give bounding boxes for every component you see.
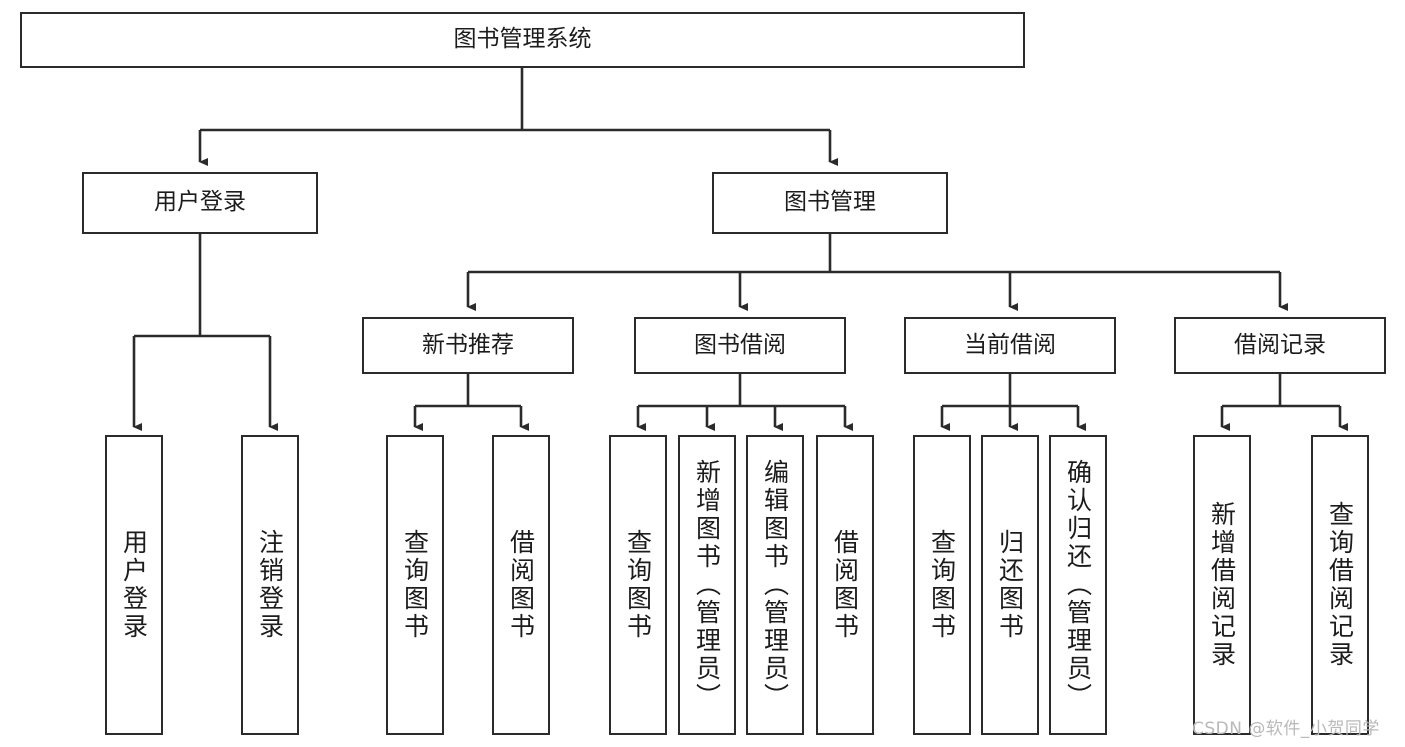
node-leaf-borrow-book-1[interactable]: 借阅图书 <box>492 435 550 735</box>
edge-group-root <box>198 68 838 166</box>
node-user-login-label: 用户登录 <box>154 189 246 216</box>
node-leaf-query-book-2[interactable]: 查询图书 <box>609 435 667 735</box>
node-root-label: 图书管理系统 <box>453 26 592 53</box>
node-leaf-borrow-book-1-label: 借阅图书 <box>506 529 536 641</box>
node-book-manage[interactable]: 图书管理 <box>712 172 948 234</box>
node-book-borrow[interactable]: 图书借阅 <box>634 317 846 374</box>
edge-group-new-book-recommend <box>413 374 529 431</box>
node-current-borrow-label: 当前借阅 <box>964 331 1056 358</box>
node-leaf-query-record-label: 查询借阅记录 <box>1325 501 1355 669</box>
node-leaf-add-record[interactable]: 新增借阅记录 <box>1193 435 1251 735</box>
node-leaf-add-record-label: 新增借阅记录 <box>1207 501 1237 669</box>
node-new-book-recommend-label: 新书推荐 <box>422 331 514 358</box>
node-leaf-logout-login[interactable]: 注销登录 <box>241 435 299 735</box>
node-borrow-record-label: 借阅记录 <box>1234 331 1326 358</box>
node-leaf-edit-book-label: 编辑图书（管理员） <box>760 459 790 711</box>
edge-group-book-manage <box>466 234 1288 311</box>
node-book-manage-label: 图书管理 <box>784 189 876 216</box>
edge-group-current-borrow <box>940 374 1086 431</box>
node-user-login[interactable]: 用户登录 <box>82 172 318 234</box>
node-current-borrow[interactable]: 当前借阅 <box>904 317 1116 374</box>
watermark-text: CSDN @软件_小贺同学 <box>1192 719 1380 739</box>
node-leaf-query-book-3[interactable]: 查询图书 <box>913 435 971 735</box>
node-leaf-logout-login-label: 注销登录 <box>255 529 285 641</box>
node-leaf-query-record[interactable]: 查询借阅记录 <box>1311 435 1369 735</box>
node-book-borrow-label: 图书借阅 <box>694 331 786 358</box>
node-leaf-borrow-book-2[interactable]: 借阅图书 <box>816 435 874 735</box>
node-leaf-return-book[interactable]: 归还图书 <box>981 435 1039 735</box>
node-leaf-borrow-book-2-label: 借阅图书 <box>830 529 860 641</box>
node-leaf-query-book-3-label: 查询图书 <box>927 529 957 641</box>
node-leaf-confirm-return[interactable]: 确认归还（管理员） <box>1049 435 1107 735</box>
node-leaf-return-book-label: 归还图书 <box>995 529 1025 641</box>
node-new-book-recommend[interactable]: 新书推荐 <box>362 317 574 374</box>
node-leaf-edit-book[interactable]: 编辑图书（管理员） <box>746 435 804 735</box>
node-leaf-user-login-label: 用户登录 <box>119 529 149 641</box>
node-leaf-query-book-1-label: 查询图书 <box>400 529 430 641</box>
node-borrow-record[interactable]: 借阅记录 <box>1174 317 1386 374</box>
edge-group-book-borrow <box>636 374 853 431</box>
edge-group-user-login <box>132 234 278 431</box>
node-leaf-add-book-label: 新增图书（管理员） <box>692 459 722 711</box>
edge-group-borrow-record <box>1220 374 1348 431</box>
node-leaf-add-book[interactable]: 新增图书（管理员） <box>678 435 736 735</box>
node-root[interactable]: 图书管理系统 <box>20 12 1025 68</box>
node-leaf-user-login[interactable]: 用户登录 <box>105 435 163 735</box>
node-leaf-confirm-return-label: 确认归还（管理员） <box>1063 459 1093 711</box>
node-leaf-query-book-2-label: 查询图书 <box>623 529 653 641</box>
node-leaf-query-book-1[interactable]: 查询图书 <box>386 435 444 735</box>
